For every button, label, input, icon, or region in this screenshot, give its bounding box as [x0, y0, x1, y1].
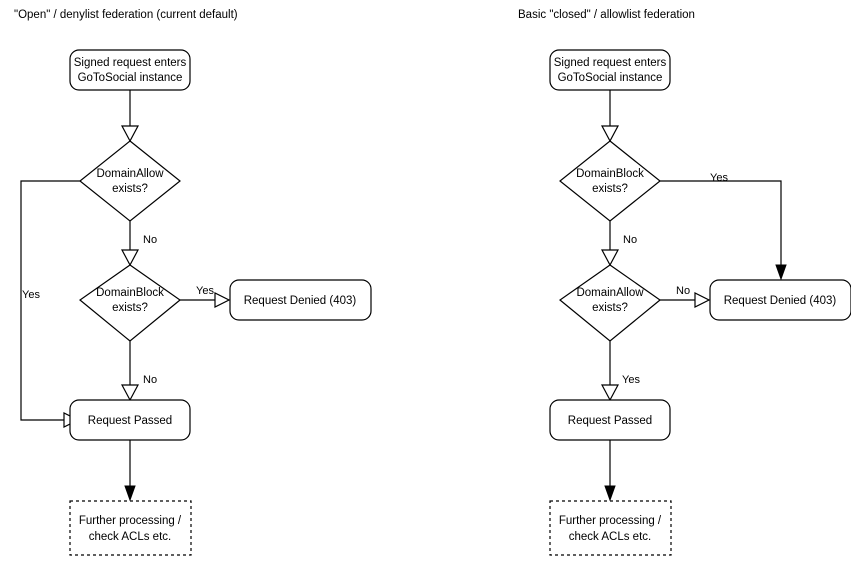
right-further-processing-label-line1: Further processing / — [559, 515, 662, 527]
arrowhead-open-icon — [601, 384, 619, 402]
arrowhead-open-icon — [214, 292, 231, 308]
right-passed-node-label: Request Passed — [568, 415, 652, 427]
arrowhead-open-icon — [694, 292, 711, 308]
arrowhead-open-icon — [121, 125, 139, 143]
arrowhead-solid-icon — [604, 485, 616, 502]
right-edge-label-domainallow-no: No — [676, 285, 690, 297]
right-decision-domainallow[interactable]: DomainAllow exists? — [559, 264, 661, 342]
diagram-open-denylist: "Open" / denylist federation (current de… — [14, 9, 372, 556]
left-edge-label-domainblock-yes: Yes — [196, 285, 214, 297]
left-edge-domainblock-no: No — [121, 341, 157, 402]
right-start-node[interactable]: Signed request enters GoToSocial instanc… — [549, 49, 671, 91]
right-edge-label-domainallow-yes: Yes — [622, 374, 640, 386]
left-further-processing-label-line1: Further processing / — [79, 515, 182, 527]
right-denied-node-shape[interactable] — [709, 279, 851, 321]
arrowhead-open-icon — [601, 249, 619, 267]
left-edge-domainblock-yes: Yes — [180, 285, 231, 308]
left-further-processing-label-line2: check ACLs etc. — [89, 531, 171, 543]
left-passed-node-label: Request Passed — [88, 415, 172, 427]
right-decision-domainblock-label-line2: exists? — [592, 183, 628, 195]
left-edge-domainallow-no: No — [121, 221, 157, 267]
left-start-node[interactable]: Signed request enters GoToSocial instanc… — [69, 49, 191, 91]
arrowhead-solid-icon — [124, 485, 136, 502]
left-edge-label-domainallow-no: No — [143, 234, 157, 246]
left-denied-node-label: Request Denied (403) — [244, 295, 357, 307]
left-denied-node-shape[interactable] — [229, 279, 372, 321]
right-decision-domainblock-shape[interactable] — [559, 140, 661, 222]
left-decision-domainallow-shape[interactable] — [79, 140, 181, 222]
left-edge-label-domainallow-yes: Yes — [22, 289, 40, 301]
left-decision-domainallow-label-line2: exists? — [112, 183, 148, 195]
left-decision-domainallow-label-line1: DomainAllow — [96, 168, 164, 180]
right-decision-domainallow-label-line2: exists? — [592, 302, 628, 314]
left-further-processing-shape[interactable] — [69, 500, 192, 556]
right-diagram-title: Basic "closed" / allowlist federation — [518, 9, 695, 21]
diagram-closed-allowlist: Basic "closed" / allowlist federation Si… — [518, 9, 851, 556]
left-start-node-label-line1: Signed request enters — [74, 57, 187, 69]
right-passed-node[interactable]: Request Passed — [549, 399, 671, 441]
left-passed-node[interactable]: Request Passed — [69, 399, 191, 441]
left-further-processing-node[interactable]: Further processing / check ACLs etc. — [69, 500, 192, 556]
right-decision-domainblock[interactable]: DomainBlock exists? — [559, 140, 661, 222]
right-edge-domainblock-yes: Yes — [660, 172, 787, 281]
right-start-node-label-line2: GoToSocial instance — [558, 72, 663, 84]
arrowhead-open-icon — [121, 384, 139, 402]
right-edge-domainallow-yes: Yes — [601, 341, 640, 402]
left-decision-domainallow[interactable]: DomainAllow exists? — [79, 140, 181, 222]
right-edge-passed-to-further — [604, 440, 616, 502]
left-edge-domainallow-yes: Yes — [20, 180, 80, 428]
right-decision-domainallow-label-line1: DomainAllow — [576, 287, 644, 299]
left-edge-start-to-domainallow — [121, 90, 139, 143]
right-start-node-label-line1: Signed request enters — [554, 57, 667, 69]
left-decision-domainblock-label-line1: DomainBlock — [96, 287, 164, 299]
right-further-processing-shape[interactable] — [549, 500, 672, 556]
right-denied-node-label: Request Denied (403) — [724, 295, 837, 307]
left-decision-domainblock[interactable]: DomainBlock exists? — [79, 264, 181, 342]
right-edge-domainblock-no: No — [601, 221, 637, 267]
right-further-processing-node[interactable]: Further processing / check ACLs etc. — [549, 500, 672, 556]
arrowhead-solid-icon — [775, 264, 787, 281]
right-edge-label-domainblock-no: No — [623, 234, 637, 246]
left-diagram-title: "Open" / denylist federation (current de… — [14, 9, 238, 21]
arrowhead-open-icon — [601, 125, 619, 143]
left-edge-passed-to-further — [124, 440, 136, 502]
left-denied-node[interactable]: Request Denied (403) — [229, 279, 372, 321]
left-edge-label-domainblock-no: No — [143, 374, 157, 386]
left-decision-domainblock-label-line2: exists? — [112, 302, 148, 314]
right-edge-start-to-domainblock — [601, 90, 619, 143]
right-edge-domainallow-no: No — [660, 285, 711, 308]
arrowhead-open-icon — [121, 249, 139, 267]
right-denied-node[interactable]: Request Denied (403) — [709, 279, 851, 321]
right-edge-label-domainblock-yes: Yes — [710, 172, 728, 184]
right-decision-domainblock-label-line1: DomainBlock — [576, 168, 644, 180]
left-start-node-label-line2: GoToSocial instance — [78, 72, 183, 84]
right-further-processing-label-line2: check ACLs etc. — [569, 531, 651, 543]
